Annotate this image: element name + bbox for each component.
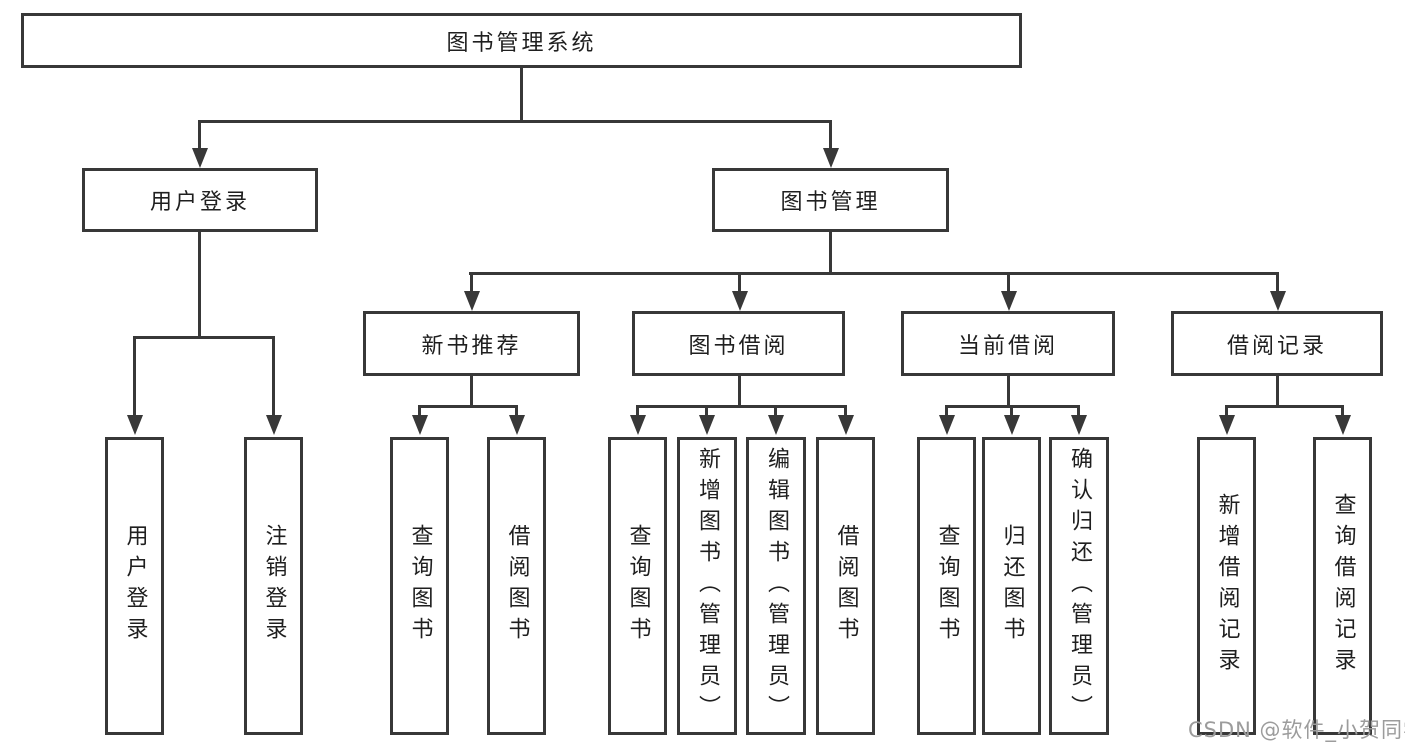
node-book-management: 图书管理: [712, 168, 949, 232]
connector: [418, 405, 518, 408]
node-label: 借阅图书: [504, 524, 530, 648]
connector: [133, 336, 275, 339]
arrow-down-icon: [127, 415, 143, 435]
connector: [636, 405, 847, 408]
arrow-down-icon: [1071, 415, 1087, 435]
arrow-down-icon: [823, 148, 839, 168]
node-library-management-system: 图书管理系统: [21, 13, 1022, 68]
connector: [1225, 405, 1228, 418]
arrow-down-icon: [699, 415, 715, 435]
leaf-borrow-books-recommend: 借阅图书: [487, 437, 546, 735]
leaf-add-borrow-record: 新增借阅记录: [1197, 437, 1256, 735]
connector: [705, 405, 708, 418]
node-label: 新增借阅记录: [1214, 493, 1240, 679]
arrow-down-icon: [630, 415, 646, 435]
connector: [945, 405, 948, 418]
arrow-down-icon: [768, 415, 784, 435]
node-label: 用户登录: [122, 524, 148, 648]
node-label: 图书借阅: [688, 333, 789, 359]
node-label: 用户登录: [149, 190, 250, 215]
node-label: 查询图书: [934, 524, 960, 648]
connector: [1007, 374, 1010, 408]
connector: [829, 232, 832, 275]
connector: [1010, 405, 1013, 418]
leaf-query-books-recommend: 查询图书: [390, 437, 449, 735]
node-label: 借阅记录: [1226, 333, 1327, 359]
node-label: 确认归还（管理员）: [1067, 446, 1092, 726]
node-borrowing-records: 借阅记录: [1171, 311, 1383, 376]
arrow-down-icon: [1335, 415, 1351, 435]
node-new-book-recommendation: 新书推荐: [363, 311, 580, 376]
arrow-down-icon: [412, 415, 428, 435]
connector: [1276, 374, 1279, 408]
connector: [1276, 272, 1279, 293]
arrow-down-icon: [192, 148, 208, 168]
arrow-down-icon: [509, 415, 525, 435]
arrow-down-icon: [1001, 291, 1017, 311]
connector: [198, 232, 201, 339]
leaf-logout: 注销登录: [244, 437, 303, 735]
connector: [418, 405, 421, 418]
connector: [198, 120, 832, 123]
connector: [844, 405, 847, 418]
leaf-return-books: 归还图书: [982, 437, 1041, 735]
watermark: CSDN @软件_小贺同学: [1188, 718, 1405, 742]
connector: [470, 272, 473, 293]
arrow-down-icon: [1270, 291, 1286, 311]
connector: [520, 66, 523, 122]
arrow-down-icon: [464, 291, 480, 311]
connector: [272, 336, 275, 418]
connector: [1225, 405, 1344, 408]
connector: [738, 272, 741, 293]
node-label: 查询图书: [407, 524, 433, 648]
connector: [469, 272, 1279, 275]
node-label: 当前借阅: [957, 333, 1058, 359]
node-label: 归还图书: [999, 524, 1025, 648]
arrow-down-icon: [1219, 415, 1235, 435]
arrow-down-icon: [266, 415, 282, 435]
node-label: 查询图书: [625, 524, 651, 648]
node-label: 借阅图书: [833, 524, 859, 648]
connector: [774, 405, 777, 418]
leaf-edit-book-admin: 编辑图书（管理员）: [746, 437, 806, 735]
leaf-user-login: 用户登录: [105, 437, 164, 735]
connector: [636, 405, 639, 418]
node-current-borrowing: 当前借阅: [901, 311, 1115, 376]
arrow-down-icon: [1004, 415, 1020, 435]
leaf-query-books-current: 查询图书: [917, 437, 976, 735]
leaf-borrow-books-borrowing: 借阅图书: [816, 437, 875, 735]
node-book-borrowing: 图书借阅: [632, 311, 845, 376]
arrow-down-icon: [939, 415, 955, 435]
connector: [1077, 405, 1080, 418]
leaf-query-books-borrowing: 查询图书: [608, 437, 667, 735]
connector: [738, 374, 741, 408]
node-label: 查询借阅记录: [1330, 493, 1356, 679]
arrow-down-icon: [732, 291, 748, 311]
node-label: 新书推荐: [421, 333, 522, 359]
node-user-login: 用户登录: [82, 168, 318, 232]
leaf-add-book-admin: 新增图书（管理员）: [677, 437, 737, 735]
node-label: 图书管理: [780, 190, 881, 215]
node-label: 注销登录: [261, 524, 287, 648]
node-label: 编辑图书（管理员）: [764, 446, 789, 726]
connector: [1007, 272, 1010, 293]
connector: [829, 120, 832, 152]
connector: [198, 120, 201, 152]
leaf-confirm-return-admin: 确认归还（管理员）: [1049, 437, 1109, 735]
connector: [1341, 405, 1344, 418]
arrow-down-icon: [838, 415, 854, 435]
connector: [133, 336, 136, 418]
node-label: 图书管理系统: [446, 30, 597, 56]
connector: [515, 405, 518, 418]
connector: [470, 374, 473, 408]
leaf-query-borrow-record: 查询借阅记录: [1313, 437, 1372, 735]
node-label: 新增图书（管理员）: [695, 446, 720, 726]
